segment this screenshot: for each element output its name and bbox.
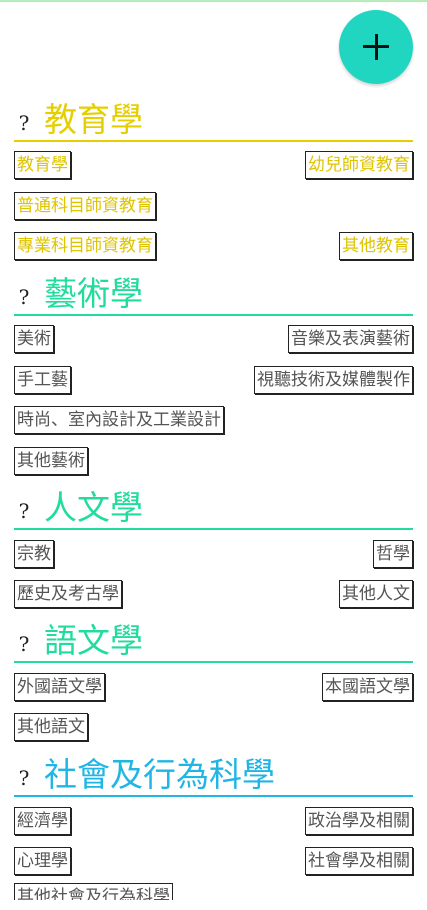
section-header-arts: ? 藝術學 [14, 274, 413, 314]
section-title-languages: 語文學 [44, 621, 143, 660]
category-chip[interactable]: 幼兒師資教育 [305, 151, 413, 179]
category-chip[interactable]: 音樂及表演藝術 [288, 325, 413, 353]
category-chip[interactable]: 其他語文 [14, 713, 88, 741]
section-title-education: 教育學 [44, 100, 143, 139]
section-header-languages: ? 語文學 [14, 621, 413, 661]
category-chip[interactable]: 專業科目師資教育 [14, 232, 156, 260]
category-chip[interactable]: 美術 [14, 325, 54, 353]
section-header-humanities: ? 人文學 [14, 488, 413, 528]
plus-icon [339, 10, 413, 84]
category-chip[interactable]: 視聽技術及媒體製作 [254, 366, 413, 394]
section-header-social-sciences: ? 社會及行為科學 [14, 755, 413, 795]
add-button[interactable] [339, 10, 413, 84]
category-chip[interactable]: 心理學 [14, 847, 71, 875]
section-title-social-sciences: 社會及行為科學 [44, 755, 275, 794]
category-chip[interactable]: 社會學及相關 [305, 847, 413, 875]
section-divider [14, 661, 413, 663]
category-chip[interactable]: 手工藝 [14, 366, 71, 394]
category-chip[interactable]: 外國語文學 [14, 673, 105, 701]
category-chip[interactable]: 宗教 [14, 540, 54, 568]
category-chip[interactable]: 政治學及相關 [305, 807, 413, 835]
category-chip[interactable]: 普通科目師資教育 [14, 192, 156, 220]
section-title-arts: 藝術學 [44, 274, 143, 313]
help-icon[interactable]: ? [18, 499, 30, 523]
section-divider [14, 528, 413, 530]
section-title-humanities: 人文學 [44, 488, 143, 527]
help-icon[interactable]: ? [18, 285, 30, 309]
category-chip[interactable]: 其他藝術 [14, 447, 88, 475]
section-divider [14, 795, 413, 797]
category-chip[interactable]: 本國語文學 [322, 673, 413, 701]
help-icon[interactable]: ? [18, 111, 30, 135]
section-divider [14, 314, 413, 316]
help-icon[interactable]: ? [18, 632, 30, 656]
category-chip[interactable]: 其他教育 [339, 232, 413, 260]
category-chip[interactable]: 歷史及考古學 [14, 580, 122, 608]
category-chip[interactable]: 時尚、室內設計及工業設計 [14, 406, 224, 434]
category-chip[interactable]: 其他人文 [339, 580, 413, 608]
category-chip[interactable]: 經濟學 [14, 807, 71, 835]
category-chip[interactable]: 哲學 [373, 540, 413, 568]
section-divider [14, 140, 413, 142]
help-icon[interactable]: ? [18, 766, 30, 790]
category-chip[interactable]: 教育學 [14, 151, 71, 179]
top-accent-line [0, 0, 427, 2]
section-header-education: ? 教育學 [14, 100, 413, 140]
category-chip[interactable]: 其他社會及行為科學 [14, 883, 173, 900]
